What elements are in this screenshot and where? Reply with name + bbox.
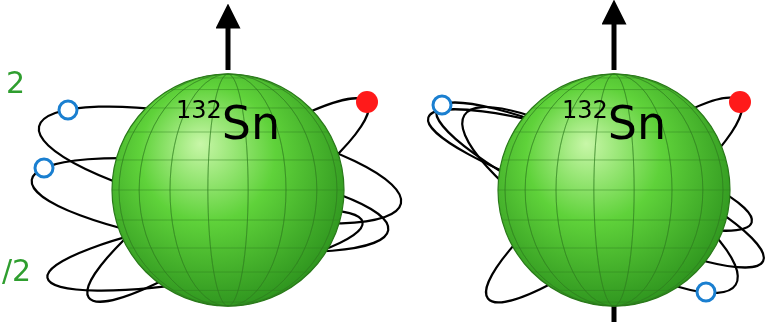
parallel <box>514 248 715 249</box>
parallel <box>556 290 672 291</box>
neutron-hole <box>59 101 77 119</box>
neutron-hole <box>433 96 451 114</box>
neutron-hole <box>35 159 53 177</box>
parallel <box>198 77 258 78</box>
nucleus-label: 132Sn <box>176 100 280 146</box>
mass-number: 132 <box>562 96 608 124</box>
spin-arrow <box>612 12 617 70</box>
nucleus-label: 132Sn <box>562 100 666 146</box>
mass-number: 132 <box>176 96 222 124</box>
sphere-grid <box>112 74 344 306</box>
parallel <box>146 272 310 273</box>
parallel <box>170 89 286 90</box>
sphere-grid <box>498 74 730 306</box>
parallel <box>128 248 329 249</box>
parallel <box>170 290 286 291</box>
parallel <box>498 190 730 191</box>
parallel <box>502 159 726 160</box>
angular-momentum-label: /2 <box>2 256 31 286</box>
parallel <box>198 302 258 303</box>
sphere-rim <box>112 74 344 306</box>
parallel <box>556 89 672 90</box>
nucleus-sphere: 132Sn <box>111 73 345 307</box>
proton-particle <box>729 91 751 113</box>
sphere-body <box>112 74 344 306</box>
element-symbol: Sn <box>222 96 280 150</box>
parallel <box>584 302 644 303</box>
parallel <box>112 190 344 191</box>
neutron-hole <box>697 283 715 301</box>
angular-momentum-label: 2 <box>6 68 25 98</box>
parallel <box>116 220 340 221</box>
element-symbol: Sn <box>608 96 666 150</box>
sphere-body <box>498 74 730 306</box>
proton-particle <box>356 91 378 113</box>
parallel <box>532 272 696 273</box>
sphere-rim <box>498 74 730 306</box>
parallel <box>584 77 644 78</box>
spin-arrow <box>226 16 231 70</box>
parallel <box>502 220 726 221</box>
orbit <box>69 74 388 322</box>
nucleus-sphere: 132Sn <box>497 73 731 307</box>
parallel <box>116 159 340 160</box>
